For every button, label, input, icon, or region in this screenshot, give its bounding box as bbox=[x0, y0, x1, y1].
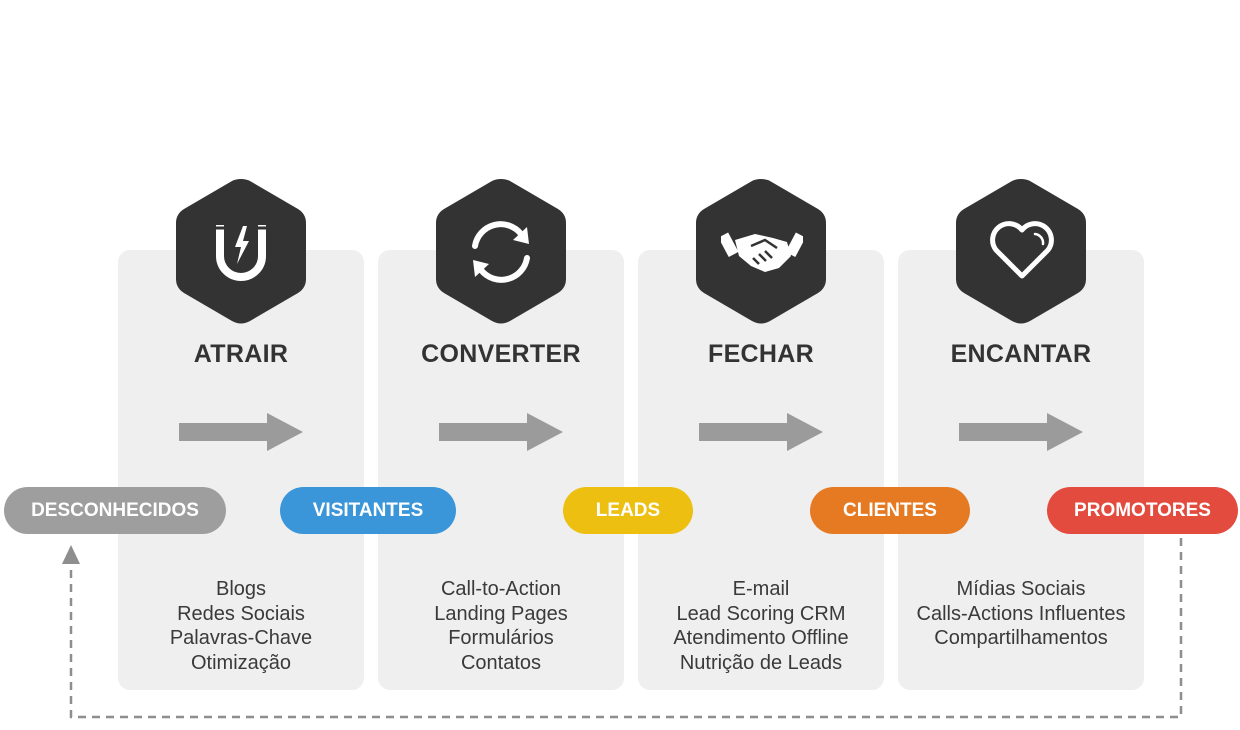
handshake-icon bbox=[718, 226, 806, 276]
list-item: Formulários bbox=[448, 627, 554, 649]
magnet-icon bbox=[206, 212, 276, 290]
refresh-icon bbox=[463, 218, 539, 286]
audience-pill-promotores: PROMOTORES bbox=[1047, 487, 1238, 534]
arrow-right-icon bbox=[179, 413, 303, 451]
list-item: Landing Pages bbox=[434, 602, 568, 625]
heart-icon bbox=[986, 218, 1058, 282]
stage-title-encantar: ENCANTAR bbox=[950, 340, 1092, 368]
hexagon-converter bbox=[432, 175, 570, 327]
list-item: Compartilhamentos bbox=[934, 627, 1108, 649]
stage-title-atrair: ATRAIR bbox=[193, 340, 289, 368]
stage-items-encantar: Mídias Sociais Calls-Actions Influentes … bbox=[898, 577, 1144, 651]
list-item: Calls-Actions Influentes bbox=[916, 602, 1126, 625]
list-item: Lead Scoring CRM bbox=[676, 602, 846, 625]
audience-pill-visitantes: VISITANTES bbox=[280, 487, 456, 534]
list-item: Redes Sociais bbox=[177, 602, 305, 625]
hexagon-encantar bbox=[952, 175, 1090, 327]
list-item: Mídias Sociais bbox=[956, 578, 1086, 600]
audience-pill-clientes: CLIENTES bbox=[810, 487, 970, 534]
stage-items-fechar: E-mail Lead Scoring CRM Atendimento Offl… bbox=[638, 577, 884, 675]
arrow-right-icon bbox=[959, 413, 1083, 451]
stage-items-converter: Call-to-Action Landing Pages Formulários… bbox=[378, 577, 624, 675]
stage-title-fechar: FECHAR bbox=[708, 340, 814, 368]
list-item: Nutrição de Leads bbox=[679, 651, 843, 674]
list-item: E-mail bbox=[732, 578, 790, 600]
list-item: Atendimento Offline bbox=[673, 627, 849, 649]
arrow-right-icon bbox=[439, 413, 563, 451]
audience-pill-desconhecidos: DESCONHECIDOS bbox=[4, 487, 226, 534]
list-item: Call-to-Action bbox=[440, 578, 562, 600]
list-item: Otimização bbox=[190, 651, 292, 674]
audience-pill-leads: LEADS bbox=[563, 487, 693, 534]
list-item: Blogs bbox=[215, 578, 267, 600]
list-item: Contatos bbox=[460, 651, 542, 674]
list-item: Palavras-Chave bbox=[169, 627, 313, 649]
arrow-right-icon bbox=[699, 413, 823, 451]
stage-items-atrair: Blogs Redes Sociais Palavras-Chave Otimi… bbox=[118, 577, 364, 675]
stage-title-converter: CONVERTER bbox=[421, 340, 581, 368]
